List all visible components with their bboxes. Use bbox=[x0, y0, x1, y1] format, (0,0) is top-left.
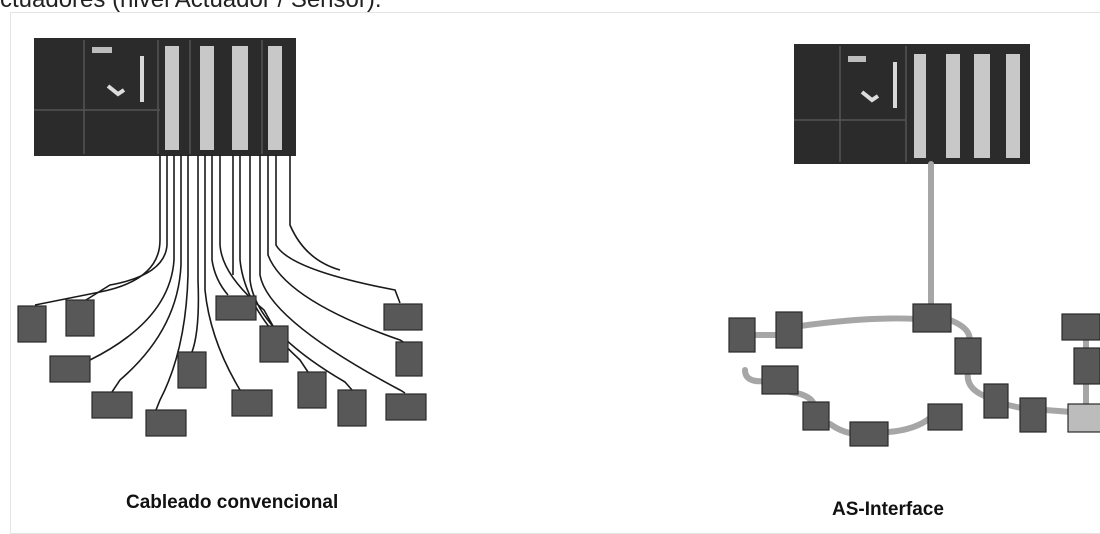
sensor-device bbox=[231, 389, 273, 417]
as-i-module bbox=[912, 303, 952, 333]
sensor-device bbox=[49, 355, 91, 383]
sensor-device bbox=[91, 391, 133, 419]
sensor-device bbox=[383, 303, 423, 331]
as-i-modules bbox=[728, 303, 1100, 447]
conventional-wires bbox=[34, 155, 409, 411]
as-i-module bbox=[1073, 347, 1100, 385]
sensor-device bbox=[297, 371, 327, 409]
as-i-power-module bbox=[1067, 403, 1100, 433]
as-i-module bbox=[983, 383, 1009, 419]
as-i-module bbox=[775, 311, 803, 349]
conventional-wiring-panel bbox=[17, 38, 427, 437]
as-i-module bbox=[1061, 313, 1100, 341]
sensor-device bbox=[17, 305, 47, 343]
sensor-device bbox=[385, 393, 427, 421]
sensor-device bbox=[259, 325, 289, 363]
as-i-module bbox=[849, 421, 889, 447]
sensor-device bbox=[65, 299, 95, 337]
as-i-module bbox=[1019, 397, 1047, 433]
conventional-devices bbox=[17, 295, 427, 437]
as-interface-panel bbox=[728, 44, 1100, 447]
as-i-module bbox=[802, 401, 830, 431]
sensor-device bbox=[395, 341, 423, 377]
as-i-module bbox=[954, 337, 982, 375]
sensor-device bbox=[177, 351, 207, 389]
as-i-module bbox=[927, 403, 963, 431]
as-i-module bbox=[728, 317, 756, 353]
sensor-device bbox=[337, 389, 367, 427]
plc-left bbox=[34, 38, 296, 156]
sensor-device bbox=[145, 409, 187, 437]
as-i-module bbox=[761, 365, 799, 395]
caption-as-interface: AS-Interface bbox=[832, 499, 944, 520]
sensor-device bbox=[215, 295, 257, 321]
caption-conventional-wiring: Cableado convencional bbox=[126, 492, 339, 513]
intro-text: ctuadores (nivel Actuador / Sensor). bbox=[0, 0, 382, 14]
plc-right bbox=[794, 44, 1030, 164]
